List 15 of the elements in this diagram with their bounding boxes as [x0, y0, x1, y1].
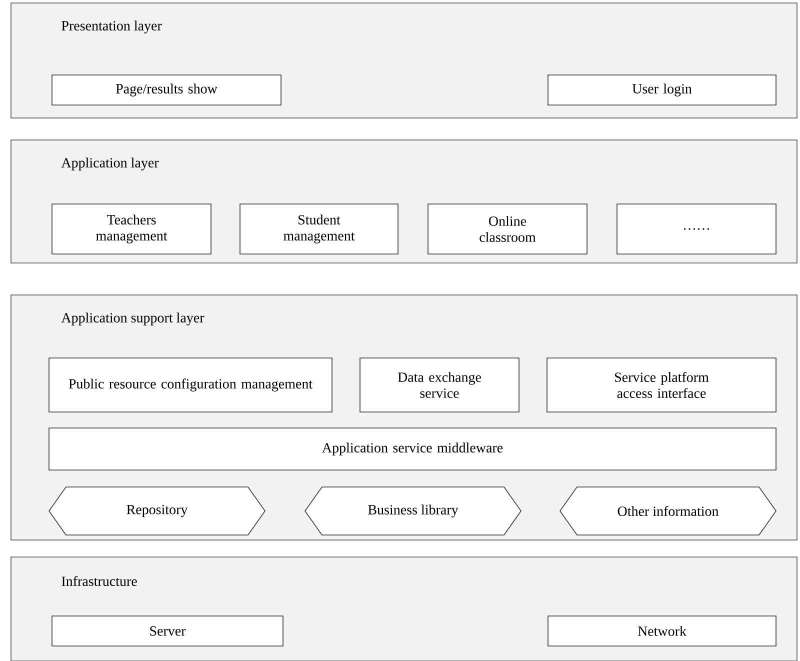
data-store-hexagon: Business library — [304, 486, 522, 536]
data-store-hexagon: Other information — [560, 486, 776, 536]
data-store-hexagon: Repository — [48, 486, 266, 536]
module-box: Service platform access interface — [546, 358, 776, 412]
module-box: Page/results show — [52, 74, 282, 106]
module-box: Online classroom — [428, 204, 588, 254]
module-box: Application service middleware — [48, 428, 776, 470]
module-box: User login — [548, 74, 776, 106]
module-box: Student management — [240, 204, 398, 254]
module-box: Public resource configuration management — [48, 358, 332, 412]
module-box: Server — [52, 616, 284, 646]
module-box: Teachers management — [52, 204, 212, 254]
module-box: Data exchange service — [360, 358, 520, 412]
module-box: …… — [616, 204, 776, 254]
module-box: Network — [548, 616, 776, 646]
